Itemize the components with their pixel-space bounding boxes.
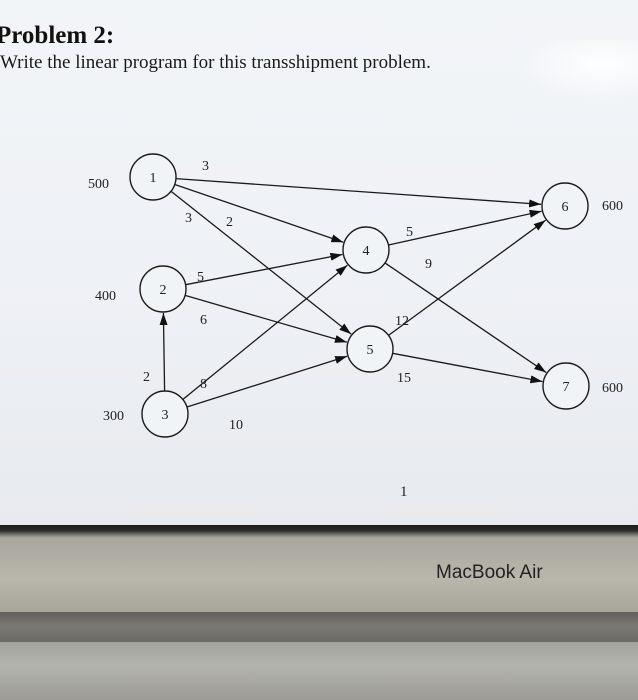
node-7-label: 7 [563, 380, 570, 395]
arc-cost-3-to-2: 2 [143, 370, 150, 385]
node-6-amount: 600 [602, 199, 623, 214]
node-2-amount: 400 [95, 289, 116, 304]
arc-cost-1-to-5: 2 [226, 215, 233, 230]
node-7-circle [542, 362, 590, 410]
node-6-circle [541, 182, 589, 230]
arc-5-to-7 [392, 352, 543, 384]
node-7-amount: 600 [602, 381, 623, 396]
arc-4-to-6 [388, 209, 542, 246]
arc-cost-3-to-4: 8 [200, 377, 207, 392]
arc-5-to-6 [388, 219, 546, 336]
node-2-circle [139, 265, 187, 313]
laptop-screen: Problem 2: Write the linear program for … [0, 0, 638, 525]
arc-1-to-6 [175, 177, 542, 208]
problem-heading: Problem 2: [0, 22, 115, 49]
arc-cost-5-to-7: 15 [397, 371, 411, 386]
node-3-label: 3 [162, 408, 169, 423]
laptop-brand-label: MacBook Air [436, 562, 543, 583]
node-1-circle [129, 153, 177, 201]
arc-4-to-7 [384, 262, 547, 374]
node-6-label: 6 [562, 200, 569, 215]
arc-3-to-4 [182, 264, 348, 401]
node-4-circle [342, 226, 390, 274]
arc-2-to-5 [184, 294, 348, 343]
node-5-circle [346, 325, 394, 373]
arc-cost-1-to-6: 3 [202, 159, 209, 174]
arc-cost-5-to-6: 12 [395, 314, 409, 329]
problem-instruction: Write the linear program for this transs… [0, 52, 431, 73]
node-1-label: 1 [150, 171, 157, 186]
node-4-label: 4 [363, 244, 370, 259]
arc-cost-2-to-5: 6 [200, 313, 207, 328]
node-5-label: 5 [367, 343, 374, 358]
arc-cost-2-to-4: 5 [197, 270, 204, 285]
screen-glare [518, 40, 638, 100]
arc-3-to-2 [159, 312, 168, 392]
arc-cost-3-to-5: 10 [229, 418, 243, 433]
node-3-amount: 300 [103, 409, 124, 424]
node-2-label: 2 [160, 283, 167, 298]
arc-2-to-4 [185, 252, 343, 286]
laptop-hinge [0, 612, 638, 642]
node-1-amount: 500 [88, 177, 109, 192]
node-3-circle [141, 390, 189, 438]
arc-cost-4-to-6: 5 [406, 225, 413, 240]
arc-cost-4-to-7: 9 [425, 257, 432, 272]
page-number: 1 [400, 484, 408, 500]
laptop-base [0, 642, 638, 700]
arc-3-to-5 [186, 355, 348, 408]
arc-1-to-5 [170, 190, 352, 335]
arc-1-to-4 [174, 183, 344, 243]
laptop-bezel [0, 525, 638, 615]
arc-cost-1-to-4: 3 [185, 211, 192, 226]
